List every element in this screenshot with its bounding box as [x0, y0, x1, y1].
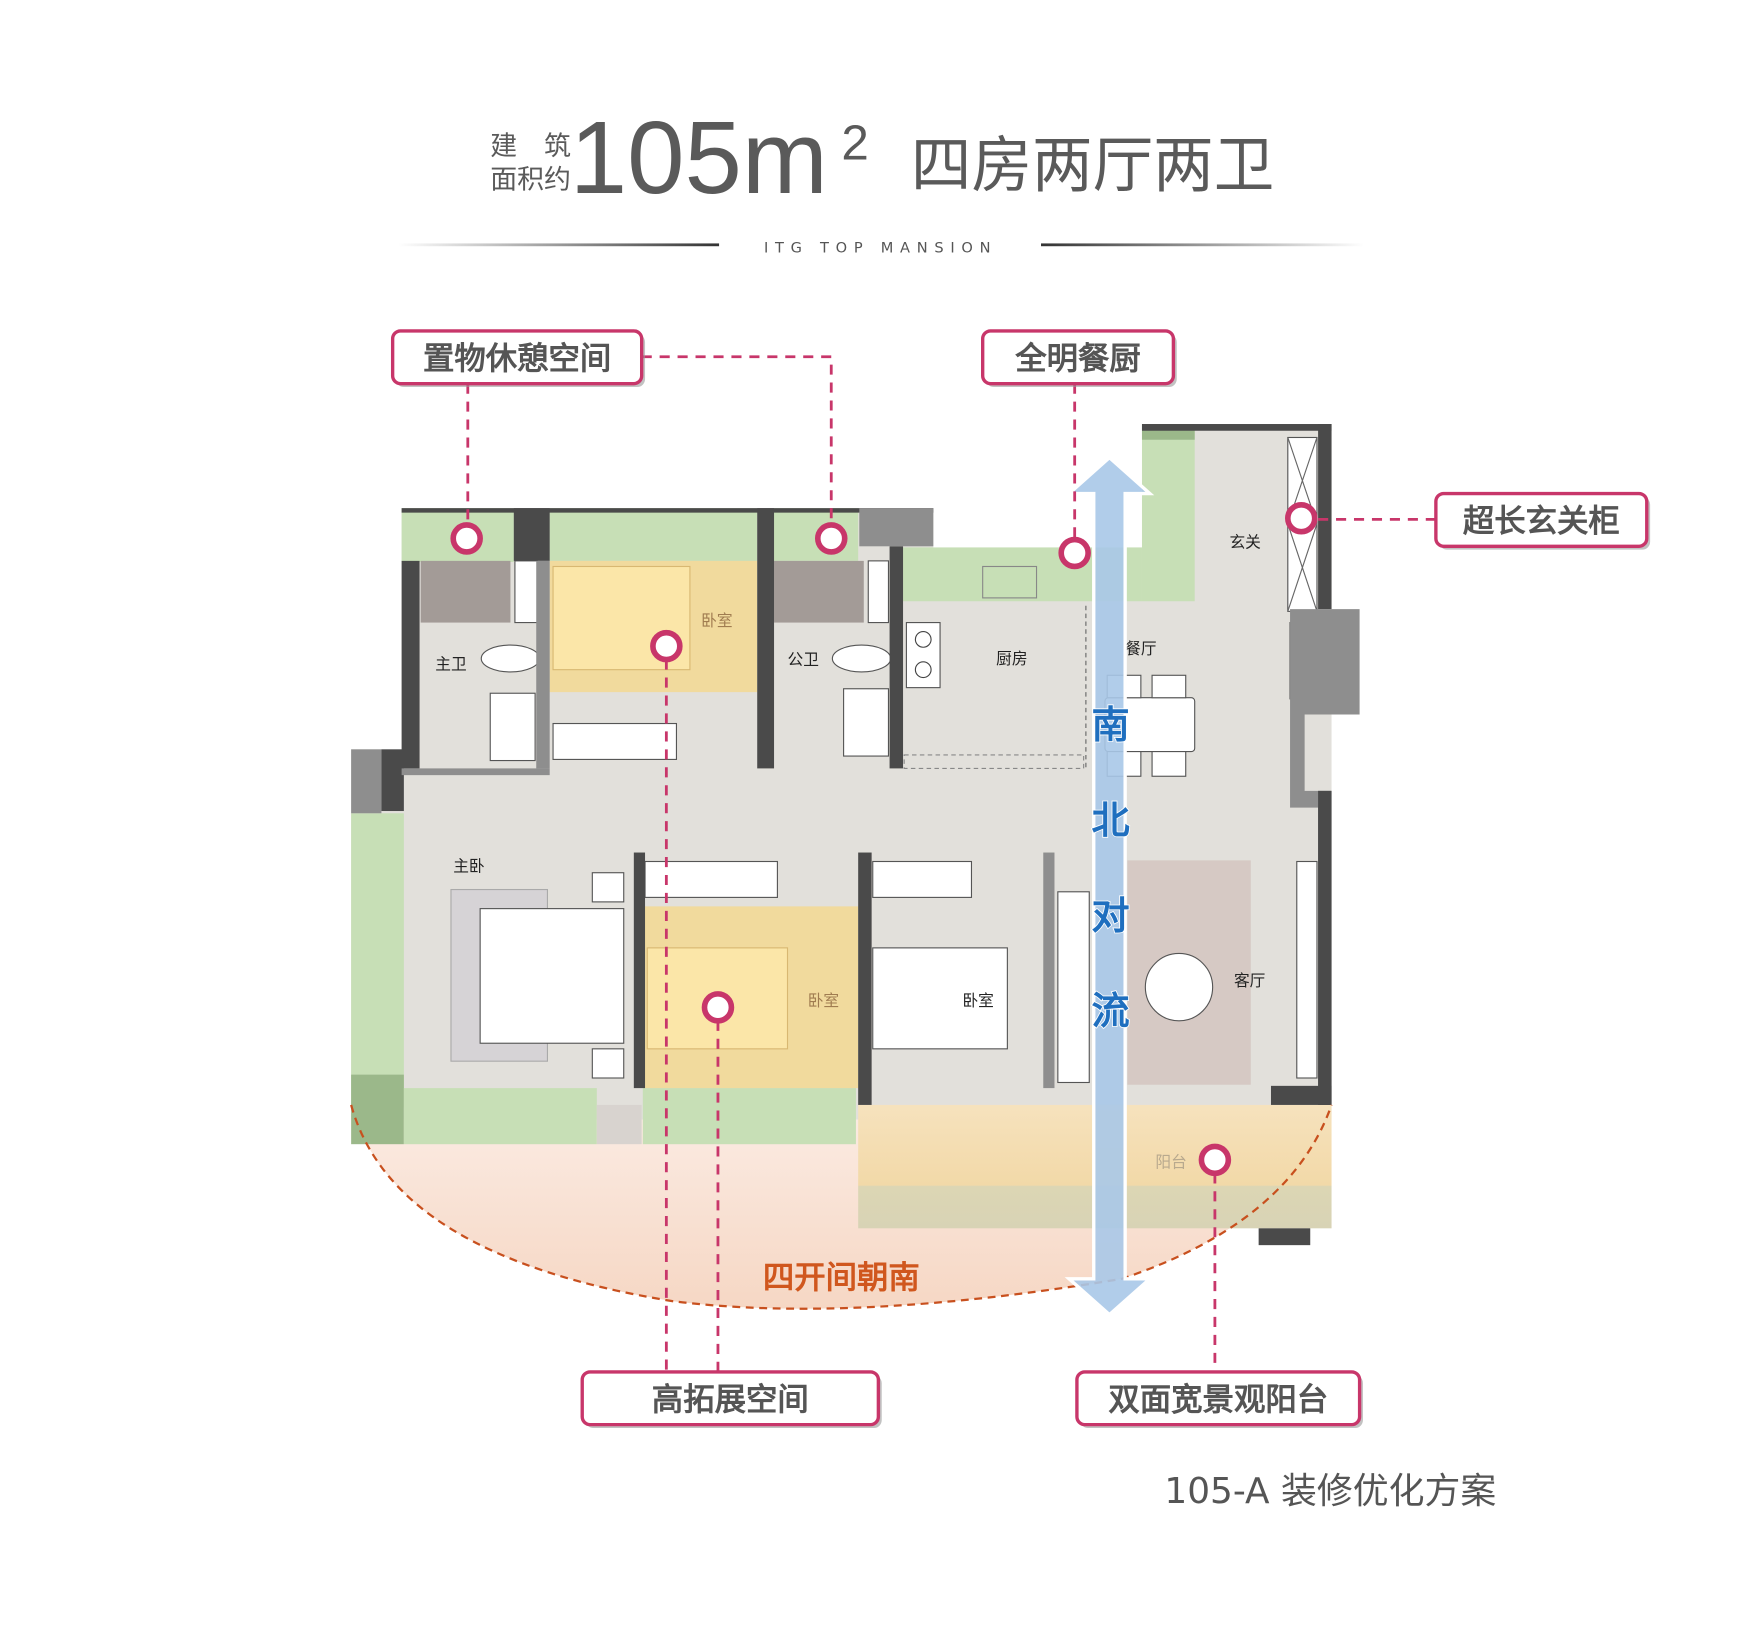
markers [450, 501, 1318, 1177]
room-label-balcony: 阳台 [1155, 1153, 1186, 1172]
callout-bright-kitchen-label: 全明餐厨 [1014, 340, 1141, 377]
callout-long-entry-cabinet-label: 超长玄关柜 [1463, 504, 1620, 540]
callout-expandable-space-label: 高拓展空间 [652, 1382, 809, 1418]
room-label-south-bedroom-1: 卧室 [808, 991, 839, 1010]
area-label-line1: 建 筑 [490, 131, 571, 162]
room-label-master-bedroom: 主卧 [453, 857, 485, 876]
floor-plan [351, 424, 1360, 1246]
ventilation-arrow: 南 北 对 流 [1064, 455, 1155, 1317]
room-label-kitchen: 厨房 [996, 649, 1027, 668]
marker-dot [814, 522, 848, 555]
callout-expandable-space: 高拓展空间 [580, 1370, 882, 1428]
ventilation-char-cross: 对 [1091, 894, 1129, 938]
marker-dot [650, 629, 683, 663]
marker-dot [1058, 536, 1091, 570]
plan-name: 105-A 装修优化方案 [1164, 1471, 1496, 1512]
room-label-living: 客厅 [1234, 971, 1265, 990]
room-label-south-bedroom-2: 卧室 [962, 991, 993, 1010]
header: 建 筑 面积约 105m 2 四房两厅两卫 ITG TOP MANSION [398, 100, 1365, 256]
wardrobe [552, 722, 678, 760]
area-unit-superscript: 2 [841, 115, 868, 170]
south-facing-label: 四开间朝南 [763, 1260, 920, 1296]
brand-tagline: ITG TOP MANSION [764, 239, 997, 256]
callout-wide-balcony-label: 双面宽景观阳台 [1108, 1381, 1328, 1418]
divider-left [398, 243, 720, 247]
room-label-dining: 餐厅 [1125, 639, 1156, 658]
callout-long-entry-cabinet: 超长玄关柜 [1434, 491, 1651, 550]
ventilation-char-north: 北 [1091, 798, 1129, 842]
coffee-table [1144, 952, 1214, 1022]
callout-storage-rest: 置物休憩空间 [390, 329, 646, 388]
sofa [1057, 891, 1090, 1084]
leader-lines [466, 355, 1436, 1372]
master-bed [479, 908, 625, 1044]
room-label-public-bath: 公卫 [788, 650, 819, 669]
ventilation-char-south: 南 [1091, 703, 1129, 747]
area-value: 105m [570, 100, 828, 215]
marker-dot [701, 991, 735, 1024]
room-label-master-bath: 主卫 [435, 655, 466, 674]
stove-icon [905, 622, 941, 689]
room-label-north-bedroom: 卧室 [701, 611, 732, 630]
marker-dot [450, 522, 483, 555]
callout-storage-rest-label: 置物休憩空间 [423, 341, 611, 377]
ventilation-char-flow: 流 [1091, 989, 1129, 1033]
marker-dot [1198, 1143, 1232, 1177]
layout-type: 四房两厅两卫 [911, 131, 1274, 201]
west-bay-window [351, 813, 404, 1108]
room-labels: 主卫 卧室 公卫 厨房 餐厅 玄关 主卧 卧室 卧室 客厅 阳台 [435, 532, 1265, 1171]
room-label-entrance: 玄关 [1229, 532, 1261, 551]
callout-wide-balcony: 双面宽景观阳台 [1075, 1370, 1363, 1428]
callout-bright-kitchen: 全明餐厨 [981, 329, 1177, 388]
tv-cabinet [1296, 860, 1318, 1079]
south-arc [350, 1104, 1333, 1310]
divider-right [1041, 243, 1365, 247]
marker-dot [1285, 501, 1318, 535]
area-label-line2: 面积约 [490, 164, 571, 195]
